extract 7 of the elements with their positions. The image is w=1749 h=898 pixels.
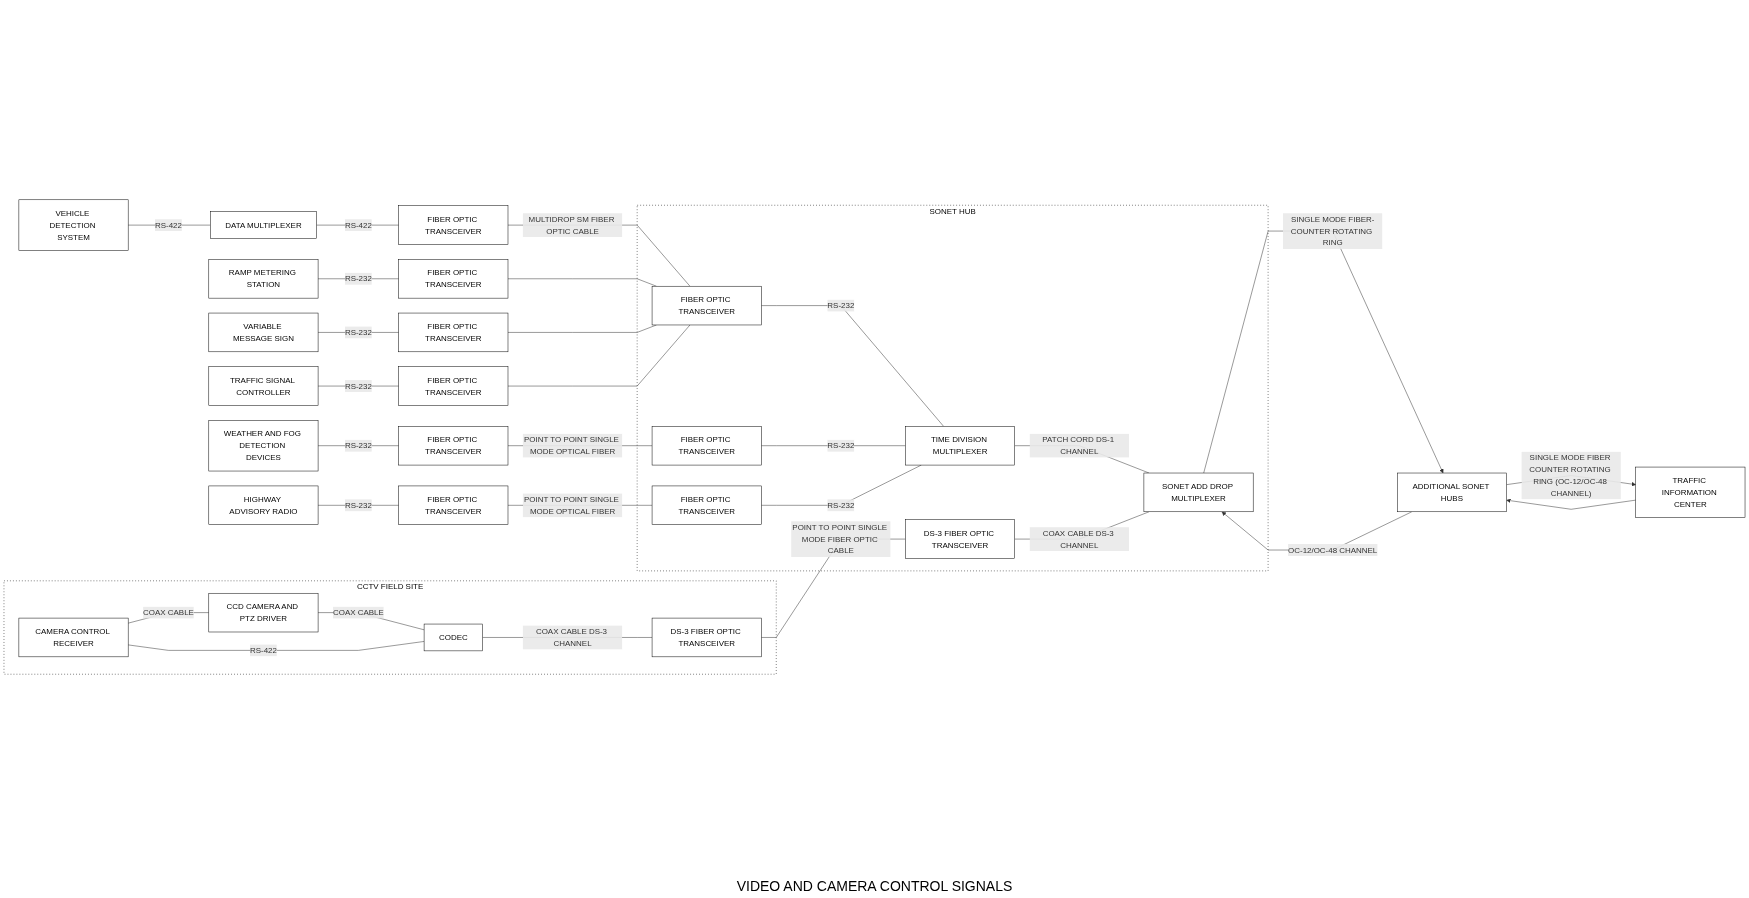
connector xyxy=(507,278,657,287)
connector xyxy=(507,324,657,333)
connector xyxy=(127,641,425,651)
connector xyxy=(507,224,691,287)
note-label: VIDEO AND CAMERA CONTROL SIGNALS xyxy=(736,878,1013,894)
connector xyxy=(761,305,944,427)
connector xyxy=(507,324,691,387)
